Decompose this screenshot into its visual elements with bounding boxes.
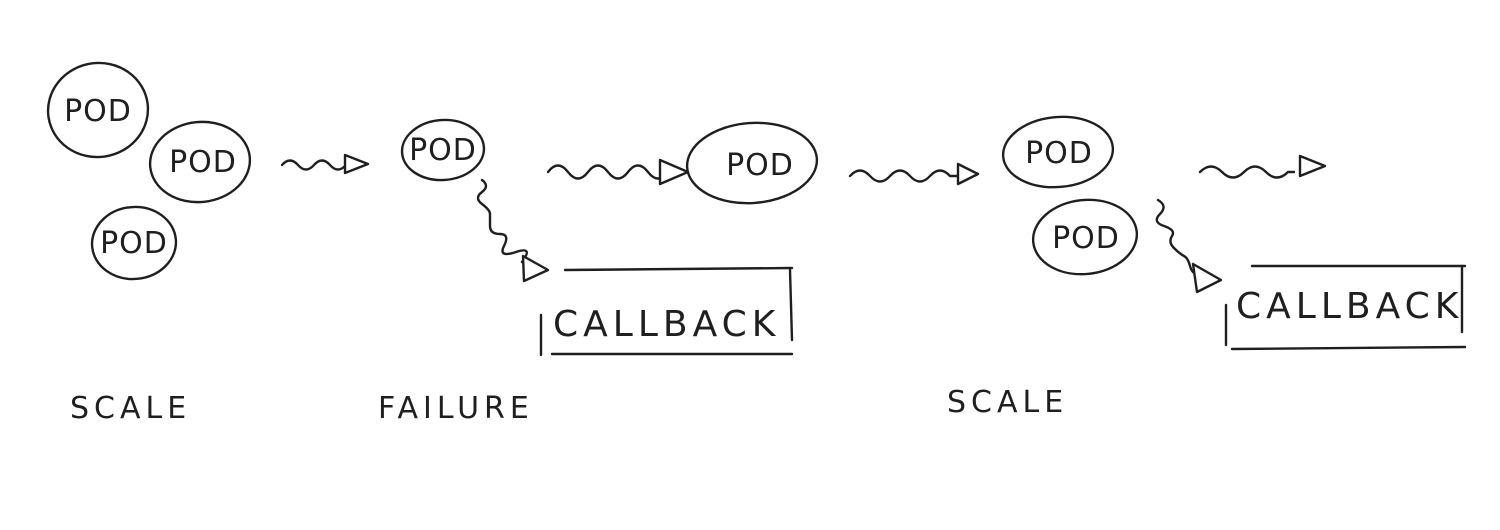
transition-arrow-4	[1198, 154, 1327, 179]
callback-label: CALLBACK	[1236, 286, 1463, 327]
callback-label: CALLBACK	[553, 304, 780, 345]
pod-label: POD	[726, 148, 794, 183]
callback-box-1: CALLBACK	[539, 266, 794, 357]
transition-arrow-2	[546, 158, 690, 186]
pod-node-1: POD	[46, 61, 150, 159]
pod-label: POD	[1025, 136, 1093, 171]
pod-label: POD	[169, 145, 237, 180]
transition-arrow-1	[280, 153, 370, 175]
pod-node-5: POD	[685, 121, 819, 205]
pod-label: POD	[64, 94, 132, 129]
pod-node-3: POD	[90, 205, 178, 281]
callback-arrow-1	[476, 178, 550, 283]
callback-arrow-2	[1155, 198, 1223, 294]
pod-node-2: POD	[148, 120, 252, 204]
pod-label: POD	[409, 133, 477, 168]
stage-label-scale: SCALE	[947, 385, 1068, 420]
pod-label: POD	[1052, 221, 1120, 256]
pod-label: POD	[100, 226, 168, 261]
pod-node-7: POD	[1031, 198, 1139, 276]
pod-node-4: POD	[400, 118, 486, 182]
transition-arrow-3	[848, 162, 980, 186]
pod-node-6: POD	[1001, 115, 1115, 189]
callback-box-2: CALLBACK	[1224, 264, 1467, 351]
stage-label-scale: SCALE	[70, 391, 191, 426]
stage-label-failure: FAILURE	[378, 391, 534, 426]
